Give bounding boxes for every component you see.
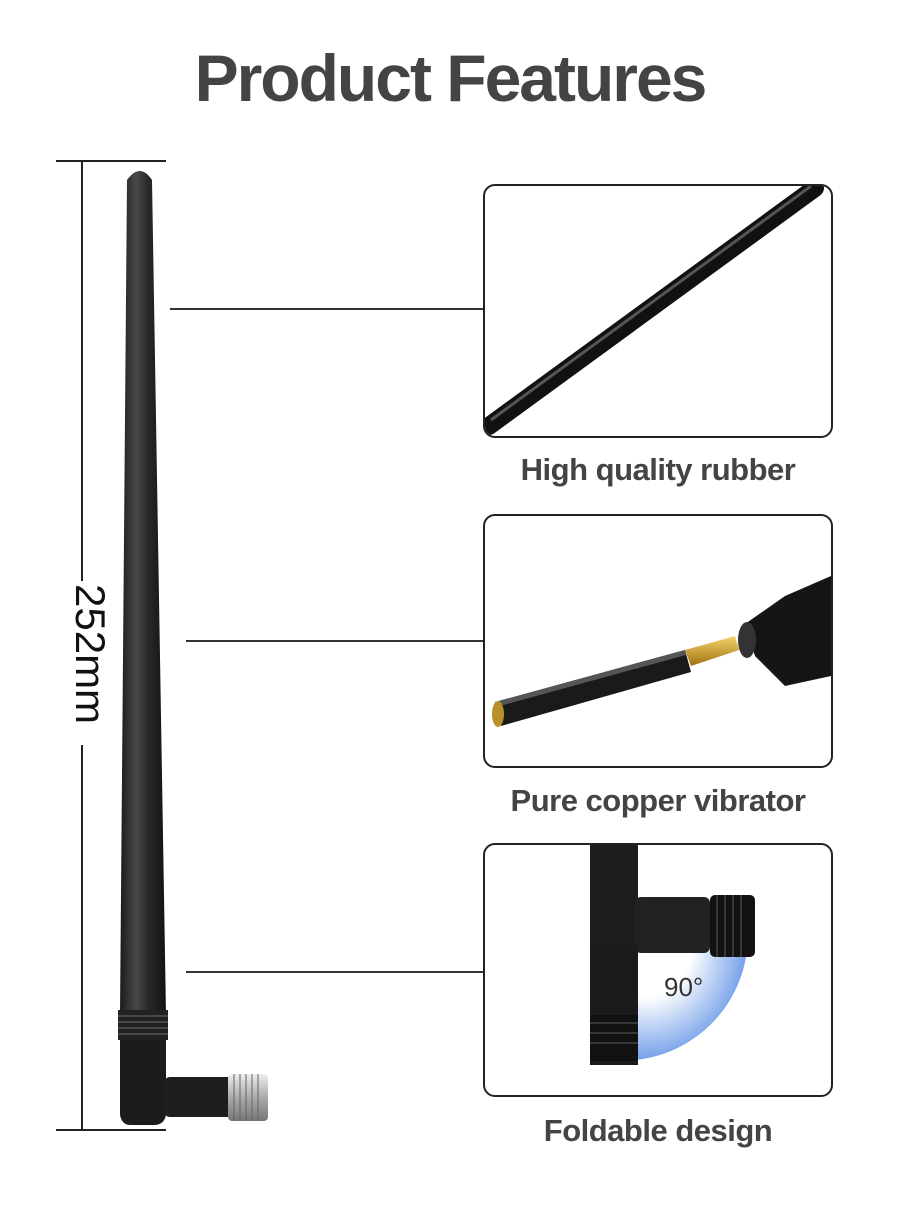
feature-panel-copper — [483, 514, 833, 768]
connector-line-rubber — [170, 308, 483, 310]
connector-line-foldable — [186, 971, 483, 973]
feature-panel-rubber — [483, 184, 833, 438]
rubber-rod-image — [485, 186, 824, 435]
feature-caption-foldable: Foldable design — [543, 1113, 773, 1148]
dimension-bottom-tick — [56, 1129, 166, 1131]
dimension-top-tick — [56, 160, 166, 162]
folding-joint-image — [590, 845, 755, 1065]
angle-label: 90° — [664, 972, 704, 1002]
connector-line-copper — [186, 640, 483, 642]
feature-panel-foldable — [483, 843, 833, 1097]
dimension-line-lower — [81, 745, 83, 1129]
dimension-line-upper — [81, 161, 83, 581]
copper-vibrator-image — [492, 576, 831, 727]
feature-caption-rubber: High quality rubber — [520, 452, 796, 487]
page-title: Product Features — [194, 41, 708, 115]
feature-caption-copper: Pure copper vibrator — [510, 783, 806, 818]
antenna-image — [118, 171, 268, 1125]
